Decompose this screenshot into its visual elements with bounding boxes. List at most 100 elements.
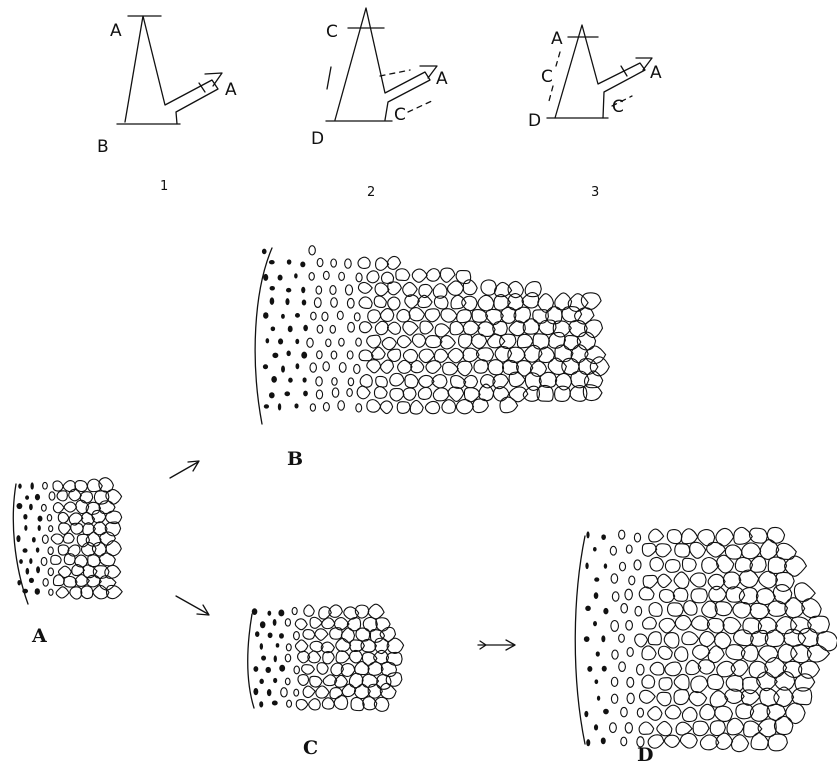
sketch-2: C A C D 2 bbox=[311, 8, 448, 200]
tissue-cell bbox=[733, 603, 751, 619]
tissue-small-cell bbox=[310, 404, 315, 411]
tissue-dot bbox=[260, 621, 266, 628]
tissue-cell bbox=[409, 308, 424, 321]
tissue-cell bbox=[58, 545, 69, 555]
tissue-cell bbox=[336, 638, 351, 651]
tissue-cell bbox=[99, 553, 115, 566]
tissue-cell bbox=[302, 665, 315, 675]
tissue-cell bbox=[639, 722, 654, 734]
sketch-1-number: 1 bbox=[160, 179, 168, 194]
tissue-cell bbox=[303, 630, 315, 640]
tissue-cell bbox=[388, 349, 401, 361]
tissue-dot bbox=[253, 688, 258, 695]
tissue-small-cell bbox=[285, 654, 290, 662]
tissue-small-cell bbox=[43, 579, 48, 587]
tissue-cell bbox=[310, 676, 322, 687]
tissue-cell bbox=[433, 388, 449, 401]
tissue-cell bbox=[426, 361, 441, 374]
tissue-cell bbox=[581, 293, 601, 310]
tissue-cell bbox=[440, 336, 455, 349]
tissue-cell bbox=[675, 615, 691, 630]
tissue-cell bbox=[707, 618, 724, 633]
tissue-cell bbox=[397, 309, 410, 322]
sketch-2-outline bbox=[335, 8, 430, 120]
tissue-cell bbox=[425, 401, 439, 413]
tissue-dot bbox=[303, 377, 307, 382]
tissue-cell bbox=[403, 388, 416, 400]
tissue-small-cell bbox=[637, 664, 645, 675]
sketch-3-label-side-arrow: A bbox=[650, 63, 662, 83]
tissue-small-cell bbox=[294, 666, 299, 674]
sketch-2-label-top: C bbox=[326, 22, 338, 42]
tissue-cell bbox=[81, 586, 93, 599]
tissue-dot bbox=[263, 312, 268, 319]
tissue-cell bbox=[700, 704, 715, 720]
sketch-1-outline bbox=[125, 16, 218, 124]
tissue-cell bbox=[717, 555, 734, 573]
tissue-dot bbox=[597, 696, 600, 701]
tissue-cell bbox=[367, 335, 381, 348]
tissue-small-cell bbox=[331, 298, 338, 308]
tissue-small-cell bbox=[331, 259, 337, 267]
tissue-small-cell bbox=[294, 689, 299, 696]
tissue-cell bbox=[774, 716, 792, 734]
tissue-cell bbox=[741, 645, 758, 661]
tissue-dot bbox=[17, 580, 21, 585]
tissue-dot bbox=[259, 679, 263, 684]
tissue-dot bbox=[265, 667, 271, 673]
tissue-small-cell bbox=[323, 271, 329, 279]
tissue-small-cell bbox=[307, 338, 313, 347]
tissue-small-cell bbox=[634, 533, 640, 542]
tissue-cell bbox=[698, 660, 715, 674]
tissue-cell bbox=[367, 360, 381, 373]
tissue-small-cell bbox=[627, 677, 634, 687]
tissue-cell bbox=[727, 718, 744, 735]
tissue-cell bbox=[500, 397, 518, 413]
tissue-dot bbox=[601, 635, 605, 642]
tissue-dot bbox=[270, 286, 275, 291]
tissue-small-cell bbox=[627, 693, 634, 703]
tissue-cell bbox=[639, 587, 654, 600]
tissue-cell bbox=[726, 645, 745, 660]
tissue-cell bbox=[650, 662, 664, 675]
tissue-cell bbox=[295, 640, 307, 652]
tissue-cell bbox=[639, 690, 655, 703]
tissue-dot bbox=[295, 313, 300, 318]
tissue-cell bbox=[295, 619, 307, 630]
tissue-cell bbox=[681, 529, 697, 544]
tissue-small-cell bbox=[317, 325, 323, 333]
tissue-cell bbox=[471, 334, 486, 348]
tissue-small-cell bbox=[356, 273, 362, 282]
tissue-cell bbox=[726, 587, 745, 602]
tissue-cell bbox=[456, 400, 473, 414]
sketch-3-outline bbox=[555, 25, 645, 118]
tissue-dot bbox=[281, 366, 285, 373]
tissue-dot bbox=[271, 326, 276, 331]
tissue-small-cell bbox=[610, 546, 616, 555]
tissue-small-cell bbox=[345, 285, 352, 295]
tissue-dot bbox=[596, 651, 600, 656]
tissue-small-cell bbox=[330, 286, 336, 295]
tissue-small-cell bbox=[612, 592, 619, 601]
tissue-cell bbox=[53, 481, 63, 491]
tissue-dot bbox=[296, 363, 300, 369]
tissue-dot bbox=[602, 666, 607, 672]
tissue-small-cell bbox=[47, 515, 51, 521]
tissue-dot bbox=[303, 325, 308, 331]
tissue-cell bbox=[792, 688, 812, 705]
tissue-cell bbox=[514, 307, 530, 323]
tissue-dot bbox=[584, 711, 588, 717]
tissue-small-cell bbox=[611, 621, 619, 632]
tissue-dot bbox=[273, 619, 277, 626]
tissue-dot bbox=[38, 525, 41, 531]
sketch-3-label-base: D bbox=[528, 111, 541, 131]
tissue-cell bbox=[355, 662, 369, 675]
tissue-small-cell bbox=[339, 363, 346, 373]
tissue-small-cell bbox=[627, 648, 633, 657]
tissue-dot bbox=[294, 273, 298, 278]
tissue-dot bbox=[279, 665, 285, 672]
tissue-dot bbox=[287, 259, 292, 264]
tissue-cell bbox=[397, 402, 410, 414]
tissue-cell bbox=[457, 361, 472, 376]
tissue-small-cell bbox=[285, 678, 290, 685]
